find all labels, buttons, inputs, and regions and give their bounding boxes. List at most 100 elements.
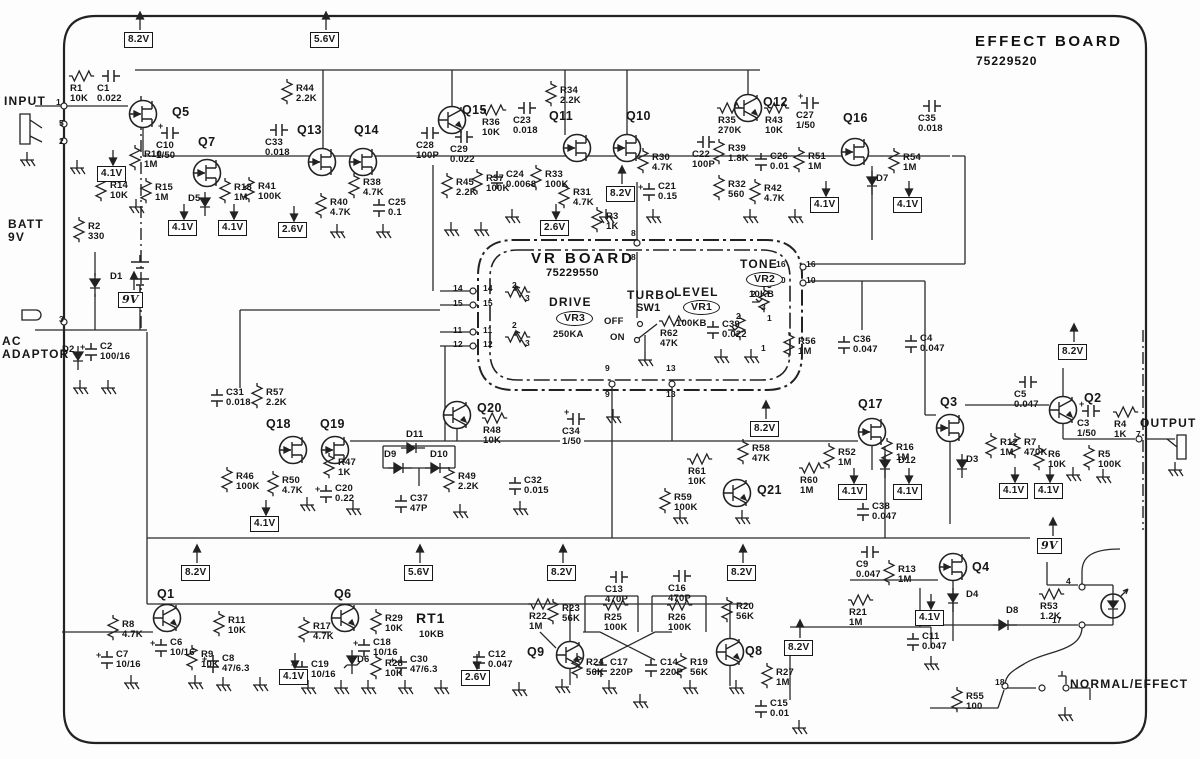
label-Q4: Q4 — [972, 560, 990, 574]
supply-arrow-head-badge-82-6 — [558, 543, 568, 553]
label-pot-pin-2a: 2 — [512, 280, 517, 290]
input-jack-symbol — [19, 113, 43, 145]
resistor-symbol-R37 — [470, 169, 484, 195]
label-pin-12b: 12 — [483, 339, 493, 349]
label-D12: D12 — [898, 455, 917, 466]
board-edge-chain-lines — [140, 96, 1144, 530]
label-C23: C23 0.018 — [513, 115, 538, 137]
capacitor-symbol-C17 — [595, 659, 607, 677]
fet-transistor-symbol — [940, 423, 949, 433]
pin-connector-circle — [1135, 435, 1143, 443]
ground-symbol — [376, 224, 392, 239]
label-Q2: Q2 — [1084, 391, 1102, 405]
label-C39: C39 0.022 — [722, 319, 747, 341]
label-R16: R16 1M — [896, 442, 915, 464]
label-C3: C3 1/50 — [1077, 418, 1097, 440]
fet-transistor-symbol — [312, 157, 321, 167]
fet-transistor-symbol — [133, 109, 142, 119]
label-pin-16a: 16 — [776, 259, 786, 269]
zener-diode-symbol — [345, 655, 359, 666]
resistor-symbol-R38 — [347, 173, 361, 199]
diode-symbol — [957, 454, 967, 478]
ground-symbol — [714, 349, 730, 364]
ground-symbol — [673, 510, 689, 525]
resistor-symbol-R2 — [72, 217, 86, 243]
resistor-symbol-R57 — [250, 383, 264, 409]
pin-connector-circle — [469, 287, 477, 295]
label-pot-pin-2b: 2 — [512, 320, 517, 330]
label-badge-82-7: 8.2V — [727, 565, 757, 581]
label-Q21: Q21 — [757, 483, 782, 497]
capacitor-symbol-C5 — [1019, 376, 1037, 388]
label-R52: R52 1M — [838, 447, 857, 469]
ground-symbol — [633, 694, 649, 709]
ground-symbol — [606, 409, 622, 424]
label-R36: R36 10K — [482, 117, 501, 139]
label-R31: R31 4.7K — [573, 187, 594, 209]
ground-symbol — [1096, 469, 1112, 484]
sw1-contact — [636, 320, 644, 328]
polarity-plus-C19: + — [291, 660, 296, 670]
ground-symbol — [788, 209, 804, 224]
resistor-symbol-R34 — [544, 81, 558, 107]
fet-transistor-symbol — [307, 147, 337, 177]
ground-symbol — [330, 224, 346, 239]
label-R19: R19 56K — [690, 657, 709, 679]
resistor-symbol-R21 — [848, 593, 874, 607]
label-R5: R5 100K — [1098, 449, 1122, 471]
label-R32: R32 560 — [728, 179, 747, 201]
resistor-symbol-R23 — [546, 599, 560, 625]
label-R1: R1 10K — [70, 83, 89, 105]
ground-symbol — [334, 680, 350, 695]
measure-arrow-head-badge-41-10 — [1045, 474, 1055, 484]
ground-symbol — [101, 380, 117, 395]
capacitor-symbol-C10 — [161, 127, 179, 139]
resistor-symbol-R5 — [1082, 445, 1096, 471]
label-R29: R29 10K — [385, 613, 404, 635]
resistor-symbol-R40 — [314, 193, 328, 219]
label-Q6: Q6 — [334, 587, 352, 601]
capacitor-symbol-C32 — [509, 477, 521, 495]
label-Q14: Q14 — [354, 123, 379, 137]
pin-connector-circle — [1001, 682, 1009, 690]
label-pot-pin-2d: 2 — [751, 289, 756, 299]
label-R42: R42 4.7K — [764, 183, 785, 205]
label-pin-9b: 9 — [605, 389, 610, 399]
measure-arrow-head-badge-41-12 — [926, 601, 936, 611]
label-badge-41-7: 4.1V — [838, 484, 868, 500]
measure-arrow-head-badge-26-1 — [289, 213, 299, 223]
label-Q15: Q15 — [462, 103, 487, 117]
ground-symbol — [599, 209, 615, 224]
capacitor-symbol-C3 — [1082, 405, 1100, 417]
resistor-symbol-R18 — [218, 178, 232, 204]
label-D2: D2 — [62, 344, 75, 355]
resistor-symbol-R43 — [764, 101, 790, 115]
sw1-lever — [638, 323, 658, 339]
resistor-symbol-R12 — [984, 433, 998, 459]
label-R18: R18 1M — [234, 182, 253, 204]
label-R54: R54 1M — [903, 152, 922, 174]
label-RT1-value: 10KB — [419, 629, 445, 640]
fet-transistor-symbol — [325, 445, 334, 455]
label-R7: R7 470K — [1024, 437, 1048, 459]
label-R44: R44 2.2K — [296, 83, 317, 105]
label-D7: D7 — [876, 173, 889, 184]
capacitor-symbol-C19 — [296, 661, 308, 679]
fet-transistor-symbol — [283, 445, 292, 455]
npn-transistor-symbol — [750, 108, 759, 117]
npn-transistor-symbol — [724, 480, 747, 506]
label-pot-pin-2c: 2 — [736, 311, 741, 321]
label-pin-18: 18 — [995, 677, 1005, 687]
effect-board-title: EFFECT BOARD — [975, 33, 1123, 50]
ground-symbol — [743, 209, 759, 224]
polarity-plus-C21: + — [638, 182, 643, 192]
capacitor-symbol-C36 — [838, 336, 850, 354]
diode-symbol — [430, 461, 441, 475]
supply-arrow-head-badge-82-7 — [738, 543, 748, 553]
measure-arrow-head-badge-41-3 — [229, 211, 239, 221]
capacitor-symbol-C33 — [270, 124, 288, 136]
resistor-symbol-R25 — [603, 598, 629, 612]
capacitor-symbol-C30 — [395, 656, 407, 674]
label-sw-on: ON — [610, 332, 625, 343]
pin-connector-circle — [60, 102, 68, 110]
